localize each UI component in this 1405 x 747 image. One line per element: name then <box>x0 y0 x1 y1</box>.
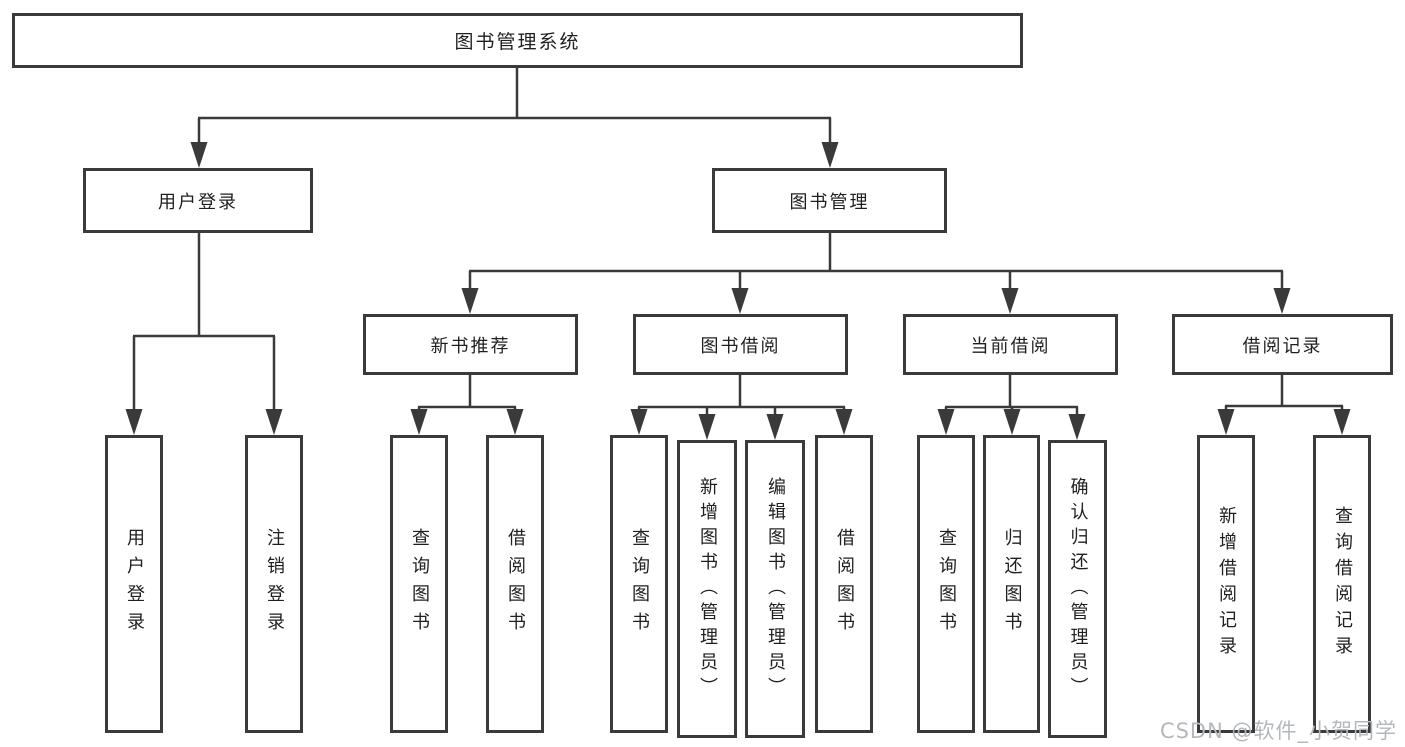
arrow-down-icon <box>1003 409 1021 435</box>
arrow-down-icon <box>190 142 208 168</box>
arrow-down-icon <box>766 414 784 440</box>
arrow-down-icon <box>410 409 428 435</box>
leaf-borrow-books: 借阅图书 <box>815 435 873 733</box>
leaf-add-books-admin: 新增图书（管理员） <box>677 440 737 738</box>
leaf-query-books-borrow: 查询图书 <box>610 435 668 733</box>
arrow-down-icon <box>698 414 716 440</box>
node-user-login: 用户登录 <box>83 168 313 233</box>
arrow-down-icon <box>821 142 839 168</box>
arrow-down-icon <box>1217 409 1235 435</box>
leaf-add-borrow-record: 新增借阅记录 <box>1197 435 1255 733</box>
leaf-confirm-return-admin: 确认归还（管理员） <box>1048 440 1107 738</box>
arrow-down-icon <box>1001 288 1019 314</box>
arrow-down-icon <box>506 409 524 435</box>
leaf-query-books-current: 查询图书 <box>917 435 975 733</box>
leaf-return-books: 归还图书 <box>983 435 1040 733</box>
arrow-down-icon <box>630 409 648 435</box>
leaf-logout: 注销登录 <box>245 435 303 733</box>
node-borrow-records: 借阅记录 <box>1172 314 1393 375</box>
leaf-query-borrow-record: 查询借阅记录 <box>1313 435 1371 733</box>
arrow-down-icon <box>125 409 143 435</box>
arrow-down-icon <box>1273 288 1291 314</box>
arrow-down-icon <box>937 409 955 435</box>
arrow-down-icon <box>1068 414 1086 440</box>
node-library-management-system: 图书管理系统 <box>12 13 1023 68</box>
arrow-heads <box>125 142 1351 440</box>
watermark: CSDN @软件_小贺同学 <box>1159 719 1397 743</box>
arrow-down-icon <box>461 288 479 314</box>
node-current-borrow: 当前借阅 <box>903 314 1118 375</box>
node-book-management: 图书管理 <box>712 168 947 233</box>
leaf-edit-books-admin: 编辑图书（管理员） <box>745 440 805 738</box>
arrow-down-icon <box>731 288 749 314</box>
arrow-down-icon <box>835 409 853 435</box>
node-book-borrow: 图书借阅 <box>633 314 848 375</box>
leaf-user-login: 用户登录 <box>105 435 163 733</box>
leaf-borrow-books-recommend: 借阅图书 <box>486 435 544 733</box>
arrow-down-icon <box>265 409 283 435</box>
arrow-down-icon <box>1333 409 1351 435</box>
leaf-query-books-recommend: 查询图书 <box>390 435 448 733</box>
connector-lines <box>132 66 1344 416</box>
node-new-book-recommend: 新书推荐 <box>363 314 578 375</box>
